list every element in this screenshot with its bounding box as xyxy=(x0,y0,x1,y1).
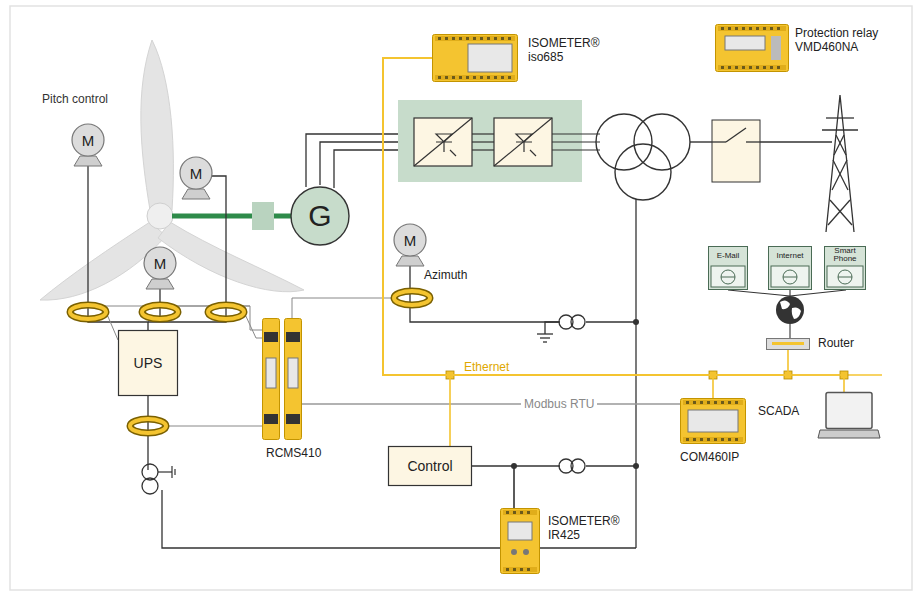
pitch-motor: M xyxy=(70,122,106,166)
connector xyxy=(383,58,844,392)
node-text: M xyxy=(190,165,203,182)
email-icon: E-Mail xyxy=(708,246,748,290)
scada-laptop-shape xyxy=(818,392,880,440)
node-label: ISOMETER® IR425 xyxy=(548,514,628,542)
node-label: RCMS410 xyxy=(266,446,321,460)
connector xyxy=(383,58,788,375)
node-text: Smart Phone xyxy=(826,247,864,264)
connector xyxy=(302,403,680,405)
internet-icon: Internet xyxy=(768,246,812,290)
node-text: M xyxy=(404,232,417,249)
communication-gateway-shape xyxy=(680,398,746,444)
azimuth-motor: MAzimuth xyxy=(392,222,428,266)
node-text: M xyxy=(82,132,95,149)
node-text: Internet xyxy=(776,251,803,260)
connector xyxy=(472,466,514,508)
node-text: UPS xyxy=(134,355,163,371)
smartphone-icon: Smart Phone xyxy=(824,246,866,290)
protection-relay-shape xyxy=(715,24,789,72)
node-text: Control xyxy=(407,458,452,474)
insulation-monitor-shape xyxy=(500,508,540,574)
control-box: Control xyxy=(388,446,472,486)
node-label: Azimuth xyxy=(424,268,467,282)
generator: G xyxy=(290,186,350,246)
router-shape xyxy=(766,338,810,350)
protection-relay: Protection relay VMD460NA xyxy=(715,24,789,72)
node-text: G xyxy=(308,199,331,233)
scada-laptop: SCADA xyxy=(818,392,880,440)
communication-gateway: COM460IP xyxy=(680,398,746,444)
residual-current-monitor: RCMS410 xyxy=(262,318,302,440)
residual-current-monitor-shape xyxy=(262,318,302,440)
node-label: Router xyxy=(818,336,854,350)
node-label: Protection relay VMD460NA xyxy=(795,26,905,54)
pitch-motor: M xyxy=(178,155,214,199)
node-text: M xyxy=(154,255,167,272)
pitch-control-label: Pitch control xyxy=(42,92,108,106)
node-text: E-Mail xyxy=(717,251,740,260)
insulation-monitor: ISOMETER® IR425 xyxy=(500,508,540,574)
node-label: COM460IP xyxy=(680,450,739,464)
insulation-monitor-shape xyxy=(432,34,518,82)
edge-label: Modbus RTU xyxy=(521,397,597,411)
ethernet-label: Ethernet xyxy=(462,360,511,374)
insulation-monitor: ISOMETER® iso685 xyxy=(432,34,518,82)
node-label: SCADA xyxy=(758,404,799,418)
connector xyxy=(383,58,713,398)
node-label: ISOMETER® iso685 xyxy=(528,36,608,64)
router: Router xyxy=(766,338,810,350)
connector xyxy=(383,58,450,446)
ups-box: UPS xyxy=(118,330,178,396)
pitch-motor: M xyxy=(142,245,178,289)
